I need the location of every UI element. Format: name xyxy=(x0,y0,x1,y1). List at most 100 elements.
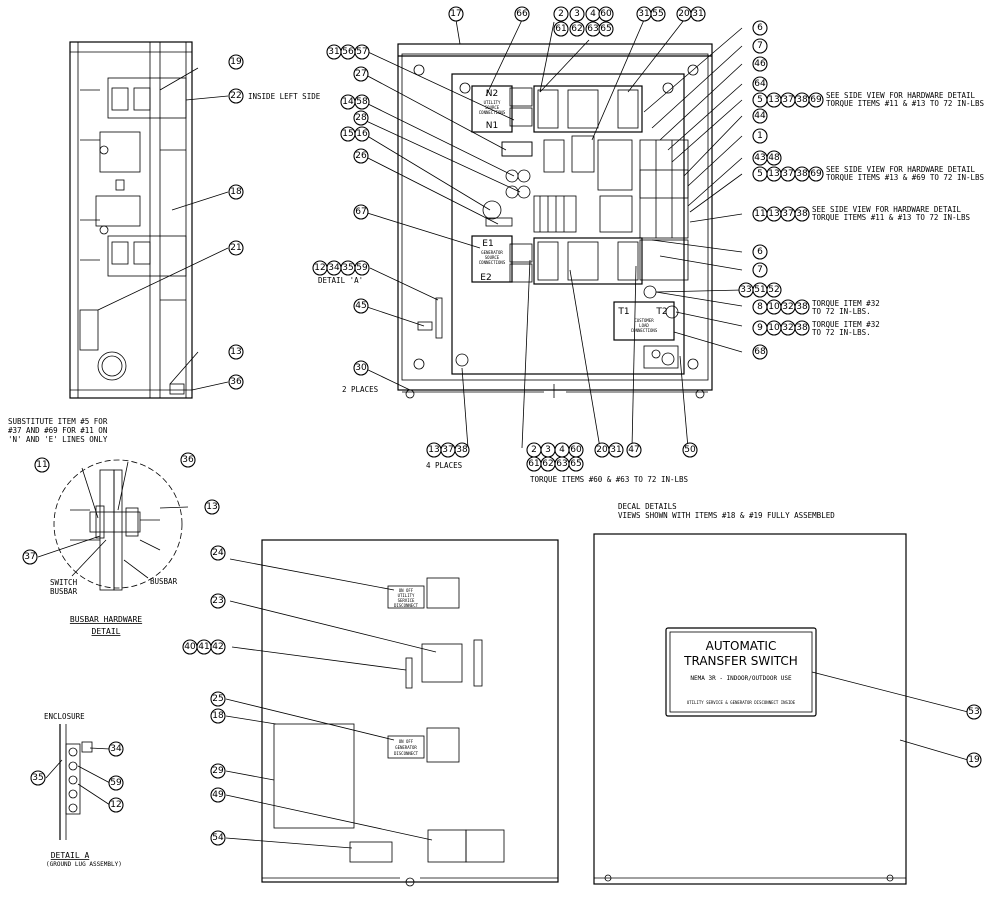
balloon-63-bot: 63 xyxy=(554,456,570,472)
svg-text:20: 20 xyxy=(596,445,608,455)
svg-text:36: 36 xyxy=(182,455,194,465)
svg-text:35: 35 xyxy=(342,263,353,273)
svg-text:38: 38 xyxy=(796,169,808,179)
balloon-31-bot: 31 xyxy=(608,442,624,458)
balloon-19-door: 19 xyxy=(966,752,982,768)
svg-text:45: 45 xyxy=(355,301,366,311)
svg-text:9: 9 xyxy=(757,323,763,333)
svg-text:37: 37 xyxy=(24,552,35,562)
balloon-31-left: 31 xyxy=(326,44,342,60)
svg-text:61: 61 xyxy=(528,459,539,469)
balloon-67: 67 xyxy=(353,204,369,220)
svg-text:25: 25 xyxy=(212,694,223,704)
balloon-1: 1 xyxy=(752,128,768,144)
balloon-60: 60 xyxy=(598,6,614,22)
balloon-7-mid: 7 xyxy=(752,262,768,278)
svg-text:19: 19 xyxy=(230,57,242,67)
decal-utility-l4: DISCONNECT xyxy=(394,603,419,608)
svg-text:22: 22 xyxy=(230,91,241,101)
svg-text:32: 32 xyxy=(782,323,793,333)
balloon-6-mid: 6 xyxy=(752,244,768,260)
balloon-62-bot: 62 xyxy=(540,456,556,472)
decal-gen-l2: GENERATOR xyxy=(395,745,417,750)
balloon-66: 66 xyxy=(514,6,530,22)
svg-text:31: 31 xyxy=(638,9,649,19)
balloon-34-ref: 34 xyxy=(326,260,342,276)
balloon-51: 51 xyxy=(752,282,768,298)
note-four-places: 4 PLACES xyxy=(426,461,463,470)
svg-text:37: 37 xyxy=(782,209,793,219)
svg-text:69: 69 xyxy=(810,95,822,105)
balloon-12-ref: 12 xyxy=(312,260,328,276)
balloon-59-a: 59 xyxy=(108,775,124,791)
svg-text:7: 7 xyxy=(757,265,763,275)
balloon-38-c: 38 xyxy=(794,206,810,222)
note-sv1-l2: TORQUE ITEMS #11 & #13 TO 72 IN-LBS xyxy=(826,99,985,108)
balloon-18-side: 18 xyxy=(228,184,244,200)
gen-source-line2: SOURCE xyxy=(485,255,500,260)
svg-text:38: 38 xyxy=(796,95,808,105)
svg-text:34: 34 xyxy=(110,744,122,754)
svg-text:3: 3 xyxy=(574,9,580,19)
svg-text:47: 47 xyxy=(628,445,639,455)
utility-n1-label: N1 xyxy=(486,121,498,131)
svg-text:24: 24 xyxy=(212,548,224,558)
note-torque32b-l2: TO 72 IN-LBS. xyxy=(812,328,871,337)
busbar-detail xyxy=(53,459,183,591)
decal-line1: AUTOMATIC xyxy=(706,639,777,653)
balloon-3: 3 xyxy=(569,6,585,22)
balloon-2-bot: 2 xyxy=(526,442,542,458)
balloon-5-b: 5 xyxy=(752,166,768,182)
svg-text:68: 68 xyxy=(754,347,766,357)
svg-text:60: 60 xyxy=(600,9,612,19)
svg-text:12: 12 xyxy=(314,263,325,273)
balloon-26: 26 xyxy=(353,148,369,164)
detail-a xyxy=(59,724,93,840)
balloon-23: 23 xyxy=(210,593,226,609)
balloon-5-a: 5 xyxy=(752,92,768,108)
utility-source-line1: UTILITY xyxy=(484,100,501,105)
load-t1-label: T1 xyxy=(617,307,629,317)
utility-source-line3: CONNECTIONS xyxy=(479,110,506,115)
balloon-65-bot: 65 xyxy=(568,456,584,472)
balloon-20-bot: 20 xyxy=(594,442,610,458)
balloon-13-c: 13 xyxy=(766,206,782,222)
svg-text:30: 30 xyxy=(355,363,367,373)
balloon-38-a: 38 xyxy=(794,92,810,108)
balloon-11-bus: 11 xyxy=(34,457,50,473)
balloon-62: 62 xyxy=(569,21,585,37)
svg-text:6: 6 xyxy=(757,247,763,257)
balloon-46: 46 xyxy=(752,56,768,72)
svg-text:4: 4 xyxy=(559,445,565,455)
balloon-16: 16 xyxy=(354,126,370,142)
note-enclosure: ENCLOSURE xyxy=(44,712,85,721)
svg-text:64: 64 xyxy=(754,79,766,89)
svg-text:13: 13 xyxy=(768,95,779,105)
note-substitute-l2: #37 AND #69 FOR #11 ON xyxy=(8,426,107,435)
svg-text:29: 29 xyxy=(212,766,224,776)
decal-gen-l3: DISCONNECT xyxy=(394,751,419,756)
svg-text:58: 58 xyxy=(356,97,368,107)
balloon-65: 65 xyxy=(598,21,614,37)
balloon-37-c: 37 xyxy=(780,206,796,222)
svg-text:11: 11 xyxy=(36,460,47,470)
svg-text:13: 13 xyxy=(206,502,217,512)
balloon-35-a: 35 xyxy=(30,770,46,786)
svg-text:20: 20 xyxy=(678,9,690,19)
svg-text:63: 63 xyxy=(556,459,567,469)
decal-line2: TRANSFER SWITCH xyxy=(683,654,798,668)
svg-text:62: 62 xyxy=(542,459,553,469)
svg-text:57: 57 xyxy=(356,47,367,57)
balloon-19-side: 19 xyxy=(228,54,244,70)
note-substitute-l3: 'N' AND 'E' LINES ONLY xyxy=(8,435,108,444)
balloon-25: 25 xyxy=(210,691,226,707)
svg-text:5: 5 xyxy=(757,169,763,179)
balloon-31-top: 31 xyxy=(636,6,652,22)
front-view xyxy=(397,43,713,399)
svg-text:13: 13 xyxy=(768,169,779,179)
svg-text:13: 13 xyxy=(230,347,241,357)
balloon-40: 40 xyxy=(182,639,198,655)
balloon-13-side: 13 xyxy=(228,344,244,360)
gen-source-line3: CONNECTIONS xyxy=(479,260,506,265)
balloon-52: 52 xyxy=(766,282,782,298)
